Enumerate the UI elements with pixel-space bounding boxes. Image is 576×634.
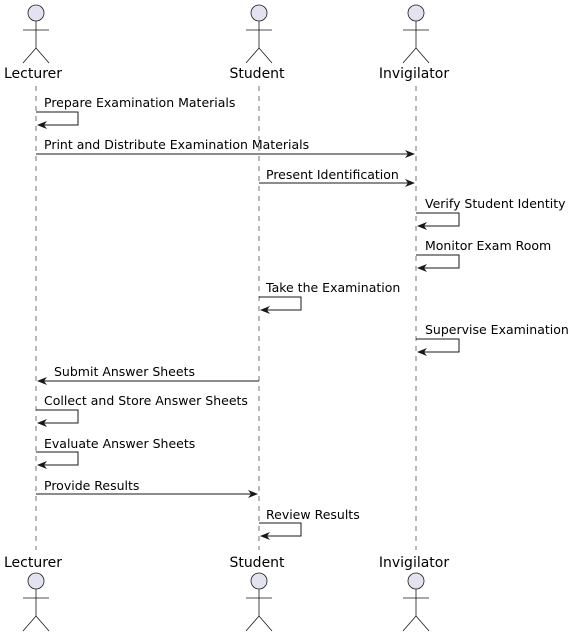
- arrowhead-icon: [417, 264, 427, 272]
- message-label: Evaluate Answer Sheets: [44, 436, 195, 451]
- message-review-results: Review Results: [259, 507, 360, 540]
- actors-bottom: Lecturer Student Invigilator: [4, 555, 449, 632]
- actor-label-invigilator-bottom: Invigilator: [379, 555, 449, 571]
- arrowhead-icon: [260, 306, 270, 314]
- message-label: Provide Results: [44, 478, 139, 493]
- actors-top: Lecturer Student Invigilator: [4, 4, 449, 82]
- message-present-identification: Present Identification: [259, 167, 415, 187]
- arrowhead-icon: [248, 490, 258, 498]
- actor-student-bottom: Student: [229, 555, 285, 632]
- actor-student-top: Student: [229, 4, 285, 82]
- actor-label-invigilator-top: Invigilator: [379, 66, 449, 82]
- message-evaluate-answer-sheets: Evaluate Answer Sheets: [36, 436, 195, 469]
- message-label: Submit Answer Sheets: [54, 364, 195, 379]
- actor-invigilator-bottom: Invigilator: [379, 555, 449, 632]
- message-provide-results: Provide Results: [36, 478, 258, 498]
- actor-figure-icon: [245, 4, 273, 64]
- actor-label-student-top: Student: [229, 66, 285, 82]
- actor-figure-icon: [245, 572, 273, 632]
- actor-figure-icon: [402, 572, 430, 632]
- message-collect-store: Collect and Store Answer Sheets: [36, 393, 248, 427]
- message-label: Print and Distribute Examination Materia…: [44, 137, 309, 152]
- message-verify-identity: Verify Student Identity: [416, 196, 566, 230]
- message-monitor-room: Monitor Exam Room: [416, 238, 551, 272]
- message-supervise-examination: Supervise Examination: [416, 322, 569, 356]
- actor-lecturer-top: Lecturer: [4, 4, 62, 82]
- message-label: Monitor Exam Room: [425, 238, 551, 253]
- arrowhead-icon: [37, 377, 47, 385]
- message-take-examination: Take the Examination: [259, 280, 400, 314]
- arrowhead-icon: [417, 222, 427, 230]
- actor-invigilator-top: Invigilator: [379, 4, 449, 82]
- actor-figure-icon: [22, 572, 50, 632]
- actor-figure-icon: [402, 4, 430, 64]
- message-label: Present Identification: [266, 167, 399, 182]
- arrowhead-icon: [417, 348, 427, 356]
- actor-figure-icon: [22, 4, 50, 64]
- message-label: Collect and Store Answer Sheets: [44, 393, 248, 408]
- message-label: Prepare Examination Materials: [44, 95, 235, 110]
- message-label: Review Results: [266, 507, 360, 522]
- arrowhead-icon: [405, 179, 415, 187]
- message-label: Take the Examination: [265, 280, 400, 295]
- arrowhead-icon: [37, 461, 47, 469]
- message-label: Verify Student Identity: [425, 196, 566, 211]
- actor-label-student-bottom: Student: [229, 555, 285, 571]
- arrowhead-icon: [37, 419, 47, 427]
- actor-label-lecturer-top: Lecturer: [4, 66, 62, 82]
- arrowhead-icon: [37, 121, 47, 129]
- arrowhead-icon: [260, 532, 270, 540]
- actor-label-lecturer-bottom: Lecturer: [4, 555, 62, 571]
- lifelines: [35, 86, 417, 550]
- arrowhead-icon: [405, 150, 415, 158]
- message-submit-answer-sheets: Submit Answer Sheets: [37, 364, 259, 385]
- message-print-distribute: Print and Distribute Examination Materia…: [36, 137, 415, 158]
- actor-lecturer-bottom: Lecturer: [4, 555, 62, 632]
- messages: Prepare Examination Materials Print and …: [36, 95, 569, 540]
- message-prepare-materials: Prepare Examination Materials: [36, 95, 235, 129]
- message-label: Supervise Examination: [425, 322, 569, 337]
